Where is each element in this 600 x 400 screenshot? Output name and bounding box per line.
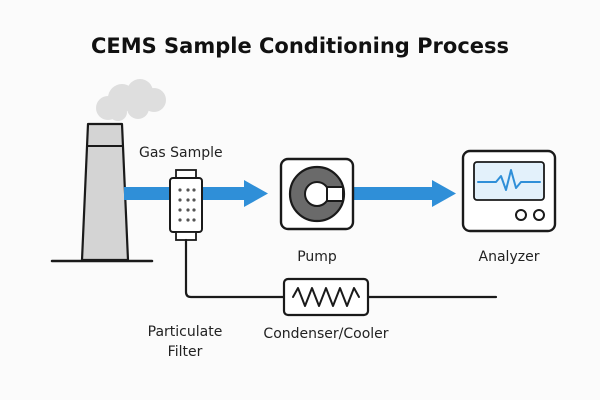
condenser-line — [184, 238, 498, 299]
label-filter: Filter — [167, 344, 203, 360]
smoke-cloud — [96, 79, 166, 121]
label-gas-sample: Gas Sample — [139, 145, 223, 161]
diagram-title: CEMS Sample Conditioning Process — [90, 34, 510, 58]
stack-body — [80, 122, 130, 262]
label-analyzer: Analyzer — [478, 249, 540, 265]
flow-arrow-to-analyzer — [354, 180, 456, 207]
label-condenser: Condenser/Cooler — [263, 326, 389, 342]
smokestack-icon — [50, 79, 166, 263]
analyzer-icon — [461, 149, 557, 233]
condenser-coil-icon — [282, 277, 370, 317]
pump-icon — [279, 157, 355, 231]
waveform-icon — [477, 169, 541, 191]
label-particulate: Particulate — [147, 324, 223, 340]
particulate-filter-icon — [169, 169, 203, 241]
label-pump: Pump — [297, 249, 337, 265]
